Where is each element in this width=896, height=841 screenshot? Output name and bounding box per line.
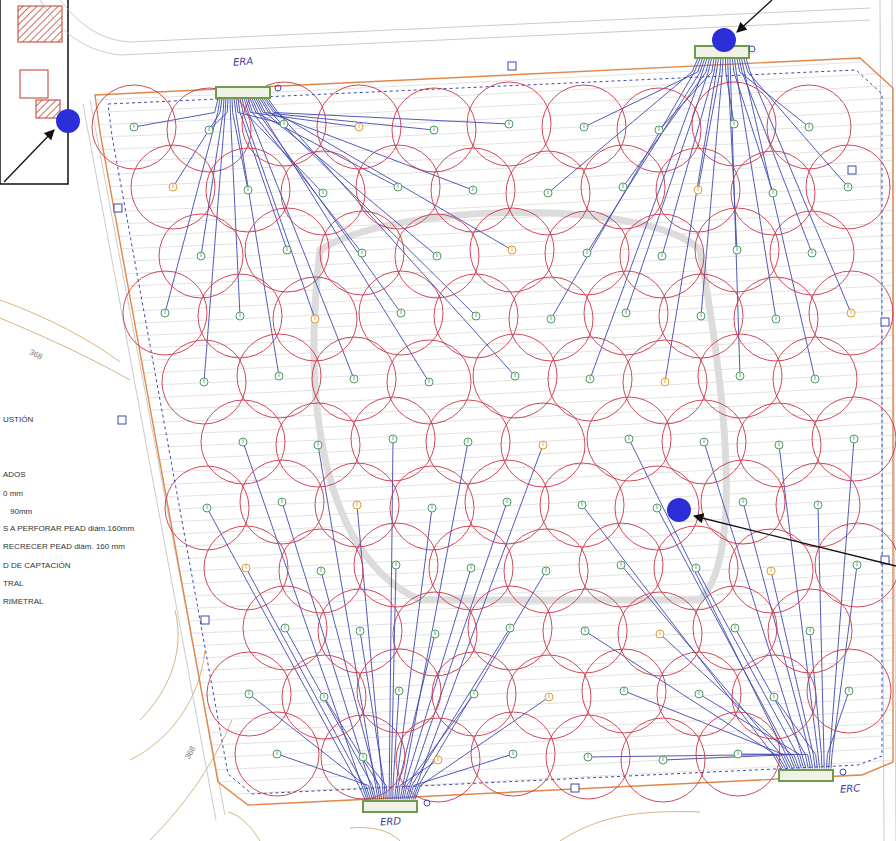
terrain-contours [0,300,700,841]
gas-well [130,120,861,764]
inset-plan [0,0,68,184]
station-label: ERD [377,815,403,828]
manhole-symbol [881,318,889,326]
manhole-symbol [114,204,122,212]
legend-text: TRAL [3,579,23,589]
marker-dot [712,28,736,52]
cell-boundary [95,58,893,805]
cell-contours [90,60,896,838]
manhole-symbol [571,784,579,792]
legend-text: S A PERFORAR PEAD diám.160mm [3,524,134,534]
marker-dot [56,109,80,133]
influence-radius [92,82,896,802]
contour-elevation: 368 [27,347,45,363]
station-label: ERC [837,782,862,796]
legend-text: 0 mm [3,489,23,499]
manhole-symbol [848,166,856,174]
legend-text: D DE CAPTACIÓN [3,561,70,571]
marker-dot [667,498,691,522]
manhole-symbol [118,416,126,424]
valve-symbol [749,46,755,52]
collection-pipes [134,58,857,800]
regulation-station: ERC [778,769,834,782]
valve-symbol [840,769,846,775]
callout-arrow [4,0,896,566]
valve-symbol [424,800,430,806]
legend-text: RIMETRAL [3,597,43,607]
manhole-symbol [201,616,209,624]
legend-text: 90mm [10,507,32,517]
regulation-station: ERA [215,86,271,99]
valve-symbol [275,85,281,91]
access-road [40,0,896,841]
regulation-station: ERD [362,800,418,813]
legend-text: ADOS [3,470,26,480]
legend-text: USTIÓN [3,415,33,425]
perimeter-drain [108,70,882,794]
contour-elevation: 368 [183,744,199,762]
manhole-symbol [508,62,516,70]
legend-text: RECRECER PEAD diám. 160 mm [3,542,125,552]
station-label: ERA [231,55,256,69]
